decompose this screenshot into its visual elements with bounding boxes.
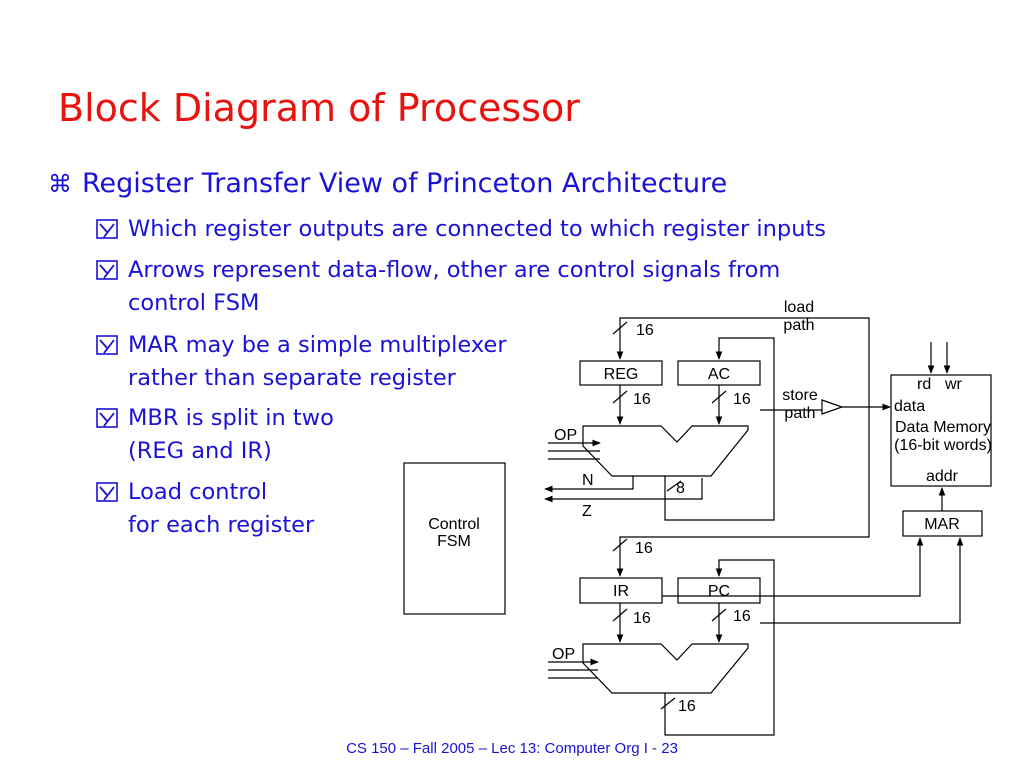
width-alu2-out: 16 (678, 698, 696, 715)
width-ir-in: 16 (635, 540, 653, 557)
n-flag-label: N (582, 472, 594, 489)
sub-bullet-1-text: Which register outputs are connected to … (128, 216, 827, 242)
op-bottom-label: OP (552, 646, 575, 663)
ir-block (579, 577, 663, 604)
pc-label: PC (708, 583, 730, 600)
mem-words-label: (16-bit words) (894, 437, 992, 454)
data-memory-block (890, 374, 992, 487)
load-path-label-2: path (783, 317, 814, 334)
mem-wr-label: wr (944, 376, 963, 393)
sub-bullet-2-text-cont: control FSM (128, 290, 260, 316)
mem-addr-label: addr (926, 468, 959, 485)
bullet-main-text: Register Transfer View of Princeton Arch… (82, 168, 728, 199)
reg-block (579, 360, 663, 386)
width-ac-out: 16 (733, 391, 751, 408)
store-path-label-2: path (784, 405, 815, 422)
mem-data-label: data (894, 398, 925, 415)
command-key-icon: ⌘ (48, 170, 72, 198)
width-reg-in: 16 (636, 322, 654, 339)
width-8: 8 (676, 480, 685, 497)
reg-label: REG (604, 366, 639, 383)
sub-bullet-4-text: MBR is split in two (128, 405, 334, 431)
control-fsm-block (403, 462, 506, 615)
bottom-alu (582, 643, 749, 694)
slide-footer: CS 150 – Fall 2005 – Lec 13: Computer Or… (346, 740, 678, 757)
mar-label: MAR (924, 516, 960, 533)
control-label-2: FSM (437, 533, 471, 550)
sub-bullet-2-text: Arrows represent data-flow, other are co… (128, 257, 781, 283)
width-pc-out: 16 (733, 608, 751, 625)
op-top-label: OP (554, 427, 577, 444)
slide-title: Block Diagram of Processor (58, 86, 580, 130)
load-path-label-1: load (784, 299, 814, 316)
width-reg-out: 16 (633, 391, 651, 408)
ac-label: AC (708, 366, 730, 383)
sub-bullet-3-text-cont: rather than separate register (128, 365, 456, 391)
bullet-main: ⌘ Register Transfer View of Princeton Arc… (48, 168, 727, 199)
sub-bullet-4-text-cont: (REG and IR) (128, 438, 272, 464)
ir-label: IR (613, 583, 629, 600)
z-flag-label: Z (582, 503, 592, 520)
control-label-1: Control (428, 516, 480, 533)
mem-rd-label: rd (917, 376, 931, 393)
top-alu (582, 425, 749, 477)
width-ir-out: 16 (633, 610, 651, 627)
sub-bullet-5-text-cont: for each register (128, 512, 315, 538)
sub-bullet-3-text: MAR may be a simple multiplexer (128, 332, 507, 358)
mem-name-label: Data Memory (895, 419, 991, 436)
sub-bullet-5-text: Load control (128, 479, 268, 505)
store-path-label-1: store (782, 387, 818, 404)
